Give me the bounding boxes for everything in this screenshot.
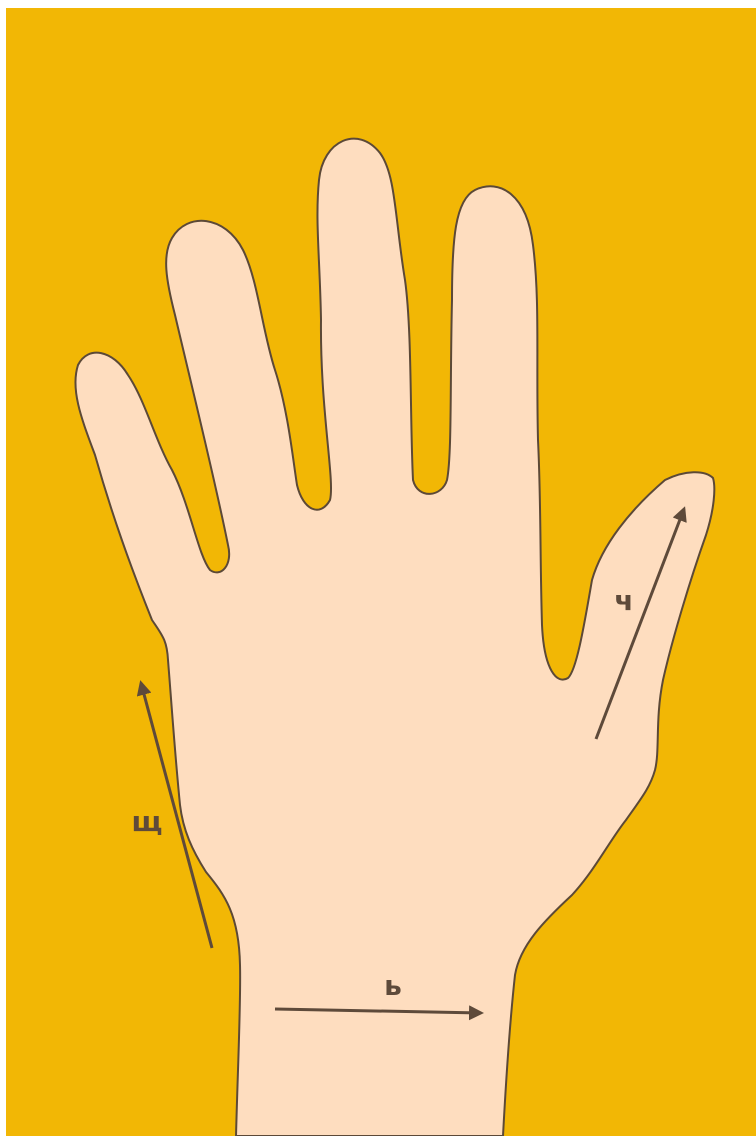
- hand-illustration: ч щ ь: [6, 8, 756, 1136]
- label-wrist: ь: [384, 969, 402, 1002]
- label-edge: щ: [132, 805, 163, 838]
- label-thumb: ч: [614, 584, 633, 617]
- diagram-panel: ч щ ь: [6, 8, 756, 1136]
